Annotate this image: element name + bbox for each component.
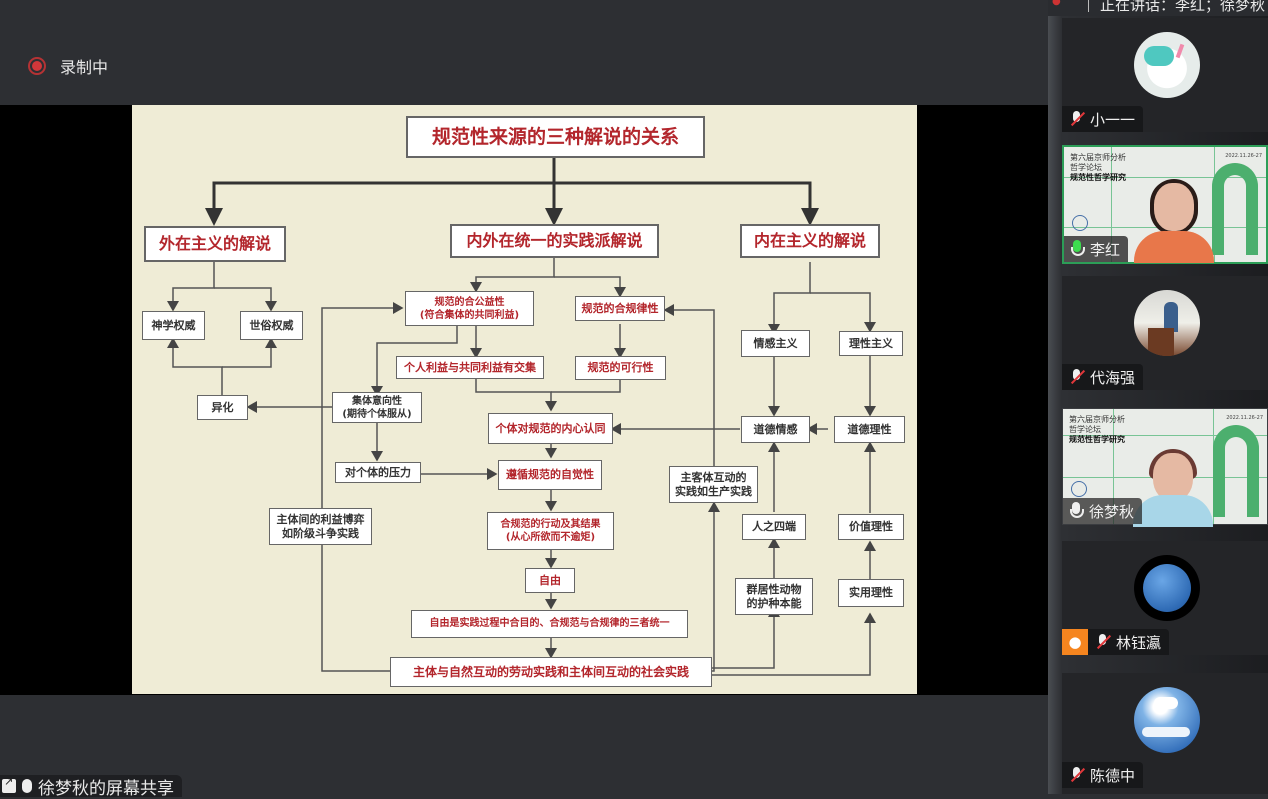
banner-date: 2022.11.26-27 <box>1226 415 1263 421</box>
head-internal: 内在主义的解说 <box>740 224 880 258</box>
participant-tile[interactable]: 代海强 <box>1062 276 1268 390</box>
university-seal <box>1071 481 1087 497</box>
participant-name-tag: 代海强 <box>1062 364 1144 390</box>
screen-share-label: 徐梦秋的屏幕共享 <box>38 778 174 799</box>
node-practical-reason: 实用理性 <box>838 579 904 607</box>
university-seal <box>1072 215 1088 231</box>
node-identification: 个体对规范的内心认同 <box>488 413 613 444</box>
participant-tile[interactable]: 小一一 <box>1062 18 1268 132</box>
slide: 规范性来源的三种解说的关系 外在主义的解说 内外在统一的实践派解说 内在主义的解… <box>132 105 917 694</box>
participant-name: 林钰瀛 <box>1116 633 1162 652</box>
participant-name: 代海强 <box>1090 368 1136 387</box>
sky-avatar <box>1134 687 1200 753</box>
node-theology: 神学权威 <box>142 311 205 340</box>
record-icon <box>28 57 46 75</box>
arch-graphic <box>1213 425 1259 517</box>
recording-label: 录制中 <box>60 58 109 77</box>
arch-graphic <box>1212 163 1258 255</box>
mic-on-icon <box>1069 502 1084 520</box>
banner-line: 第六届京师分析 <box>1070 153 1126 162</box>
node-moral-reason: 道德理性 <box>834 416 905 443</box>
banner-date: 2022.11.26-27 <box>1225 153 1262 159</box>
node-emotivism: 情感主义 <box>741 330 810 357</box>
participant-name-tag: 小一一 <box>1062 106 1144 132</box>
participant-video-tile[interactable]: 第六届京师分析 哲学论坛 规范性哲学研究 2022.11.26-27 徐梦秋 <box>1062 408 1268 527</box>
participant-panel <box>1048 0 1268 794</box>
participant-tile[interactable]: ● 林钰瀛 <box>1062 541 1268 655</box>
head-external: 外在主义的解说 <box>144 226 286 262</box>
participant-name-tag: 徐梦秋 <box>1063 498 1143 524</box>
node-rationalism: 理性主义 <box>839 331 903 356</box>
speaking-icon: ● <box>1052 0 1061 7</box>
mic-muted-icon <box>1068 766 1084 784</box>
node-subject-object: 主客体互动的 实践如生产实践 <box>669 466 758 503</box>
node-lawfulness: 规范的合规律性 <box>575 296 665 321</box>
node-action: 合规范的行动及其结果 (从心所欲而不逾矩) <box>487 512 614 550</box>
node-overlap: 个人利益与共同利益有交集 <box>396 356 544 379</box>
node-moral-emotion: 道德情感 <box>741 416 810 443</box>
node-four-sprouts: 人之四端 <box>742 514 806 540</box>
planet-avatar <box>1134 555 1200 621</box>
microphone-icon <box>22 779 32 793</box>
node-collective: 集体意向性 (期待个体服从) <box>332 392 422 423</box>
banner-line: 哲学论坛 <box>1069 425 1101 434</box>
participant-name: 小一一 <box>1090 110 1136 129</box>
node-instinct: 群居性动物 的护种本能 <box>735 578 813 615</box>
participant-name: 陈德中 <box>1090 766 1136 785</box>
recording-indicator[interactable]: 录制中 <box>28 54 108 78</box>
mic-active-icon <box>1070 240 1085 258</box>
node-freedom-definition: 自由是实践过程中合目的、合规范与合规律的三者统一 <box>411 610 688 638</box>
participant-name-tag: 李红 <box>1064 236 1129 262</box>
node-social-practice: 主体与自然互动的劳动实践和主体间互动的社会实践 <box>390 657 712 687</box>
host-user-icon: ● <box>1062 629 1088 655</box>
node-freedom: 自由 <box>525 568 575 593</box>
participant-name: 李红 <box>1090 240 1121 259</box>
speaker-photo-avatar <box>1134 290 1200 356</box>
participant-video <box>1134 179 1214 263</box>
panel-divider <box>1088 0 1089 12</box>
mic-muted-icon <box>1068 368 1084 386</box>
node-pressure: 对个体的压力 <box>335 462 421 483</box>
node-secular: 世俗权威 <box>240 311 303 340</box>
banner-line: 第六届京师分析 <box>1069 415 1125 424</box>
mic-muted-icon <box>1094 633 1110 651</box>
mic-muted-icon <box>1068 110 1084 128</box>
node-alienation: 异化 <box>197 395 248 420</box>
participant-name: 徐梦秋 <box>1089 502 1135 521</box>
conference-banner: 第六届京师分析 哲学论坛 规范性哲学研究 <box>1070 153 1126 183</box>
node-consciousness: 遵循规范的自觉性 <box>498 460 602 490</box>
head-practice: 内外在统一的实践派解说 <box>450 224 659 258</box>
participant-tile[interactable]: 陈德中 <box>1062 673 1268 794</box>
unicorn-avatar <box>1134 32 1200 98</box>
shared-screen: 规范性来源的三种解说的关系 外在主义的解说 内外在统一的实践派解说 内在主义的解… <box>0 105 1048 695</box>
top-bar: 录制中 <box>0 0 1048 105</box>
banner-subtitle: 规范性哲学研究 <box>1069 435 1125 444</box>
node-feasibility: 规范的可行性 <box>575 356 666 380</box>
participant-name-tag: ● 林钰瀛 <box>1062 629 1170 655</box>
participant-name-tag: 陈德中 <box>1062 762 1144 788</box>
conference-banner: 第六届京师分析 哲学论坛 规范性哲学研究 <box>1069 415 1125 445</box>
participant-video-tile[interactable]: 第六届京师分析 哲学论坛 规范性哲学研究 2022.11.26-27 李红 <box>1062 145 1268 264</box>
node-interest-game: 主体间的利益博弈 如阶级斗争实践 <box>269 508 372 545</box>
speaking-indicator: 正在讲话：李红；徐梦秋 <box>1100 0 1266 14</box>
share-screen-icon <box>2 775 16 793</box>
banner-line: 哲学论坛 <box>1070 163 1102 172</box>
node-public-good: 规范的合公益性 (符合集体的共同利益) <box>405 291 534 326</box>
participant-video <box>1133 449 1213 531</box>
diagram-connectors <box>167 157 876 676</box>
node-value-reason: 价值理性 <box>838 514 904 540</box>
panel-header <box>1048 0 1268 16</box>
banner-subtitle: 规范性哲学研究 <box>1070 173 1126 182</box>
diagram-title: 规范性来源的三种解说的关系 <box>406 116 705 158</box>
